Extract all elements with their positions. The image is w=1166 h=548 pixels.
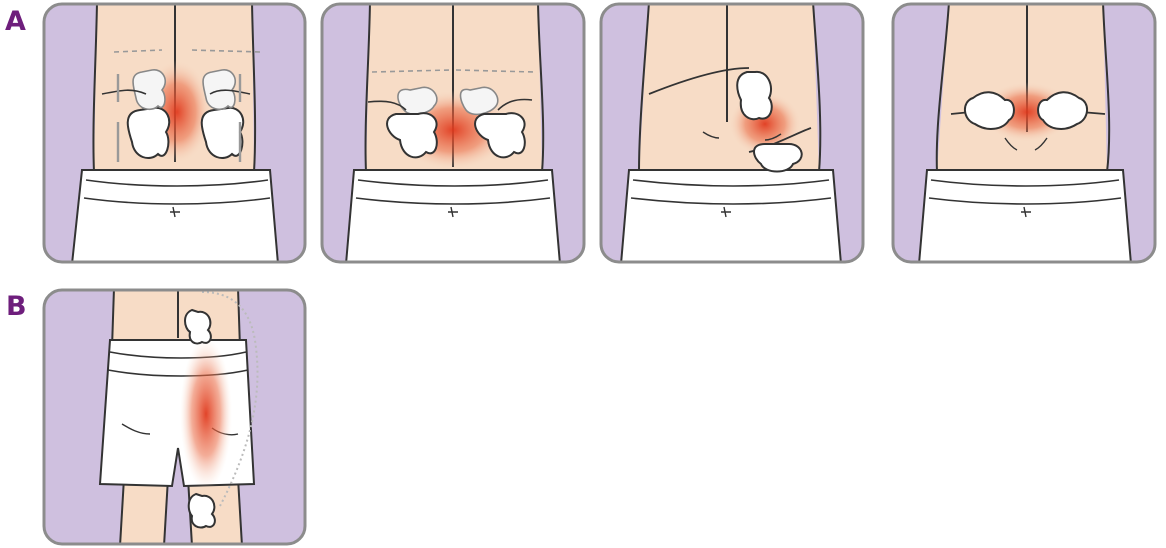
- row-label-b: B: [6, 293, 27, 320]
- panel-a2: [320, 2, 586, 264]
- panel-a3: [599, 2, 865, 264]
- row-label-a: A: [5, 8, 26, 35]
- lower-back-one-pair-of-electrodes-icon: [891, 2, 1157, 264]
- panel-a1: [42, 2, 307, 264]
- sciatic-pain-leg-electrodes-icon: [42, 288, 307, 546]
- lower-back-electrodes-crossed-icon: [320, 2, 586, 264]
- lower-back-two-pairs-of-electrodes-icon: [42, 2, 307, 264]
- panel-a4: [891, 2, 1157, 264]
- panel-b: [42, 288, 307, 546]
- lower-back-and-side-electrodes-icon: [599, 2, 865, 264]
